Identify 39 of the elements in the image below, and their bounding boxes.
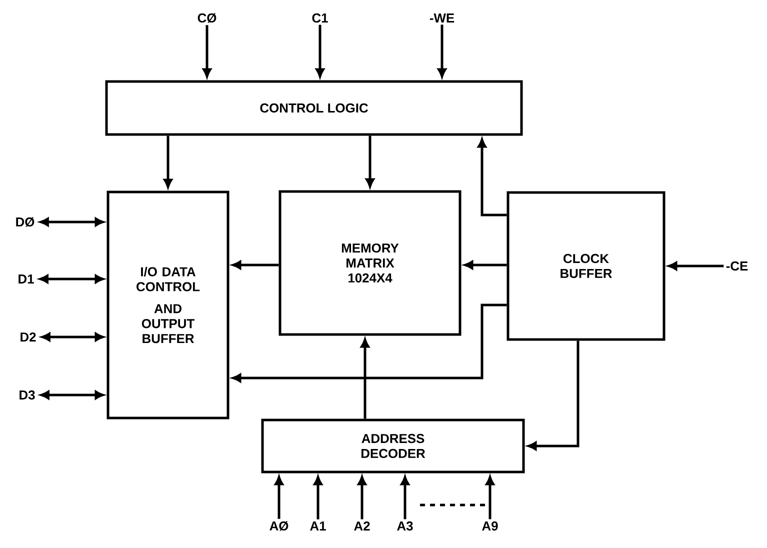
block-box: CONTROL LOGIC: [105, 80, 523, 136]
arrow: [478, 138, 507, 216]
signal-label: C1: [312, 13, 328, 23]
signal-label: D3: [20, 390, 35, 400]
block-box: MEMORY MATRIX 1024X4: [278, 190, 462, 336]
signal-label: A1: [310, 522, 326, 530]
block-box: ADDRESS DECODER: [261, 418, 525, 474]
arrow: [314, 476, 322, 520]
arrow: [39, 274, 104, 284]
arrow: [274, 476, 284, 519]
signal-label: A2: [354, 521, 370, 531]
arrow: [360, 338, 370, 419]
arrow: [202, 25, 212, 78]
block-box: I/O DATA CONTROL AND OUTPUT BUFFER: [106, 190, 230, 420]
signal-label: A9: [482, 521, 498, 531]
signal-label: CØ: [198, 13, 216, 23]
arrow: [358, 476, 366, 520]
arrow: [464, 260, 507, 270]
arrow: [164, 136, 172, 188]
arrow: [366, 136, 374, 188]
arrow: [40, 218, 104, 226]
arrow: [316, 24, 324, 78]
arrow: [528, 340, 580, 450]
arrow: [486, 476, 494, 520]
signal-label: -CE: [726, 261, 748, 271]
signal-label: D1: [18, 274, 34, 284]
signal-label: AØ: [270, 521, 288, 531]
signal-label: -WE: [430, 14, 454, 22]
arrow: [41, 332, 104, 342]
arrow: [668, 262, 724, 270]
signal-label: D2: [20, 332, 36, 342]
signal-label: A3: [397, 521, 413, 531]
arrow: [232, 304, 507, 382]
arrow: [232, 260, 279, 270]
arrow: [438, 24, 446, 78]
arrow: [400, 476, 410, 520]
block-box: CLOCK BUFFER: [506, 191, 666, 341]
arrow: [40, 390, 104, 400]
signal-label: DØ: [16, 217, 34, 227]
